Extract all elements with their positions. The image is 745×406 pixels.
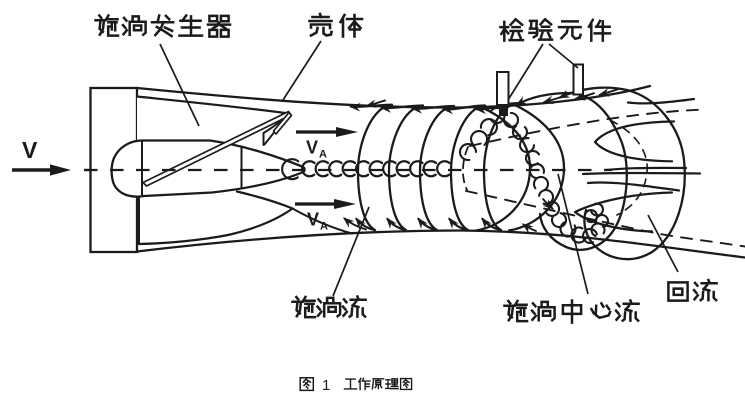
svg-text:V: V xyxy=(306,138,318,158)
svg-text:1: 1 xyxy=(322,377,330,394)
svg-text:A: A xyxy=(320,221,328,233)
svg-text:V: V xyxy=(22,137,38,163)
svg-text:A: A xyxy=(319,149,327,161)
svg-text:V: V xyxy=(307,210,319,230)
